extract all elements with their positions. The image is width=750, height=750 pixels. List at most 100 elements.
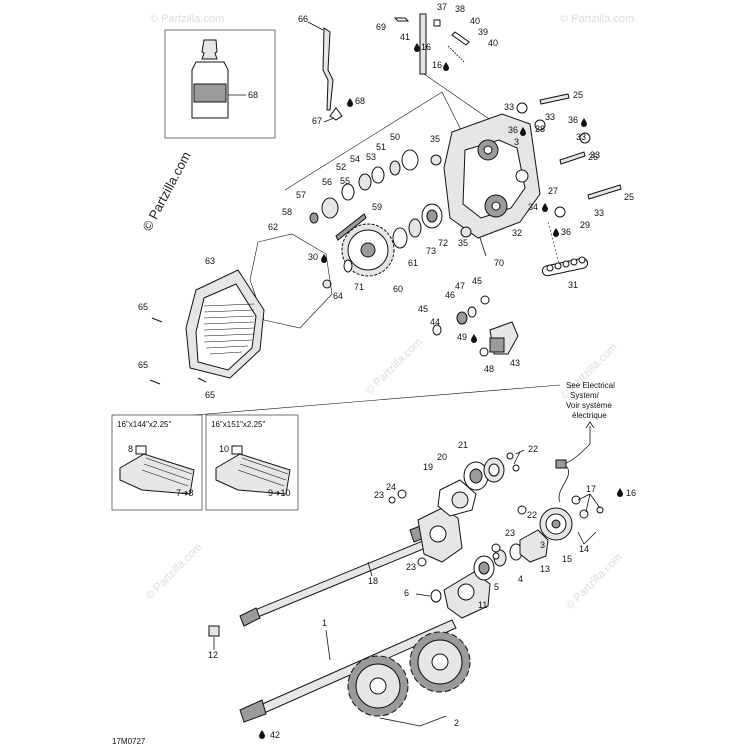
callout-65: 65	[138, 302, 148, 312]
callout-5: 5	[494, 582, 499, 592]
callout-41: 41	[400, 32, 410, 42]
callout-22-b: 22	[527, 510, 537, 520]
callout-60: 60	[393, 284, 403, 294]
dipstick-assembly: 66 67 68	[298, 14, 365, 126]
chaincase-housing: 3 32	[443, 113, 541, 239]
callout-43: 43	[510, 358, 520, 368]
electrical-note-line: System/	[570, 391, 600, 400]
watermark-text: © Partzilla.com	[144, 541, 205, 602]
callout-48: 48	[484, 364, 494, 374]
callout-22: 22	[528, 444, 538, 454]
chain-links: 31	[541, 221, 589, 290]
callout-46: 46	[445, 290, 455, 300]
callout-19: 19	[423, 462, 433, 472]
callout-1: 1	[322, 618, 327, 628]
callout-21: 21	[458, 440, 468, 450]
electrical-note-line: See Electrical	[566, 381, 615, 390]
lubricant-drop-icon	[553, 228, 559, 237]
callout-50: 50	[390, 132, 400, 142]
callout-23-c: 23	[505, 528, 515, 538]
callout-35: 35	[430, 134, 440, 144]
callout-26: 26	[588, 152, 598, 162]
callout-37: 37	[437, 2, 447, 12]
callout-63: 63	[205, 256, 215, 266]
track-part-8: 8	[128, 444, 133, 454]
callout-42: 42	[270, 730, 280, 740]
lubricant-drop-icon	[581, 118, 587, 127]
callout-30: 30	[308, 252, 318, 262]
callout-12: 12	[208, 650, 218, 660]
watermark-text: © Partzilla.com	[150, 13, 224, 25]
callout-23: 23	[406, 562, 416, 572]
callout-25: 25	[573, 90, 583, 100]
bearing-housing-left: 23 19 20 21 22 23 24	[374, 440, 538, 572]
callout-45-b: 45	[418, 304, 428, 314]
callout-59: 59	[372, 202, 382, 212]
track-size-144: 16"x144"x2.25"	[117, 420, 171, 429]
callout-55: 55	[340, 176, 350, 186]
callout-67: 67	[312, 116, 322, 126]
callout-2: 2	[454, 718, 459, 728]
callout-69: 69	[376, 22, 386, 32]
lubricant-drop-icon	[321, 254, 327, 263]
callout-32: 32	[512, 228, 522, 238]
right-fasteners: 25 26 25 33 33 28 36 36 33 33 27 34 33 2…	[504, 90, 634, 237]
callout-54: 54	[350, 154, 360, 164]
callout-39: 39	[478, 27, 488, 37]
watermark-text: © Partzilla.com	[564, 551, 625, 612]
callout-24: 24	[386, 482, 396, 492]
track-note-7-8: 7➔8	[176, 488, 194, 498]
callout-25-b: 25	[624, 192, 634, 202]
callout-16: 16	[421, 42, 431, 52]
callout-65-b: 65	[138, 360, 148, 370]
lubricant-drop-icon	[347, 98, 353, 107]
callout-16-b: 16	[432, 60, 442, 70]
callout-71: 71	[354, 282, 364, 292]
callout-64: 64	[333, 291, 343, 301]
track-part-10: 10	[219, 444, 229, 454]
callout-68-ref: 68	[355, 96, 365, 106]
callout-34: 34	[528, 202, 538, 212]
callout-49: 49	[457, 332, 467, 342]
lubricant-drop-icon	[617, 488, 623, 497]
watermark-text: © Partzilla.com	[560, 13, 634, 25]
gear-train: 50 51 53 54 52 56 55 57 58 59 35 60 61 7…	[282, 132, 504, 301]
explosion-line	[284, 91, 463, 191]
callout-61: 61	[408, 258, 418, 268]
section-divider	[194, 384, 561, 416]
callout-20: 20	[437, 452, 447, 462]
callout-17: 17	[586, 484, 596, 494]
callout-40: 40	[470, 16, 480, 26]
lubricant-drop-icon	[542, 203, 548, 212]
track-size-151: 16"x151"x2.25"	[211, 420, 265, 429]
callout-29: 29	[580, 220, 590, 230]
lubricant-drop-icon	[471, 334, 477, 343]
callout-57: 57	[296, 190, 306, 200]
callout-3-b: 3	[540, 540, 545, 550]
lubricant-drop-icon	[520, 127, 526, 136]
callout-38: 38	[455, 4, 465, 14]
callout-70: 70	[494, 258, 504, 268]
callout-56: 56	[322, 177, 332, 187]
callout-11: 11	[478, 600, 487, 610]
chaincase-cover: 62 63 65 65 65	[138, 222, 333, 400]
callout-73: 73	[426, 246, 436, 256]
callout-31: 31	[568, 280, 578, 290]
callout-72: 72	[438, 238, 448, 248]
watermark-logo-text: © Partzilla.com	[139, 149, 193, 233]
callout-33-c: 33	[576, 132, 586, 142]
drawing-code: 17M0727	[112, 737, 146, 746]
callout-18: 18	[368, 576, 378, 586]
callout-36-b: 36	[568, 115, 578, 125]
electrical-note: See Electrical System/ Voir système élec…	[555, 381, 615, 503]
callout-6: 6	[404, 588, 409, 598]
callout-3: 3	[514, 137, 519, 147]
callout-33-e: 33	[594, 208, 604, 218]
callout-52: 52	[336, 162, 346, 172]
callout-47: 47	[455, 281, 465, 291]
callout-45: 45	[472, 276, 482, 286]
callout-13: 13	[540, 564, 550, 574]
callout-58: 58	[282, 207, 292, 217]
callout-33-b: 33	[545, 112, 555, 122]
